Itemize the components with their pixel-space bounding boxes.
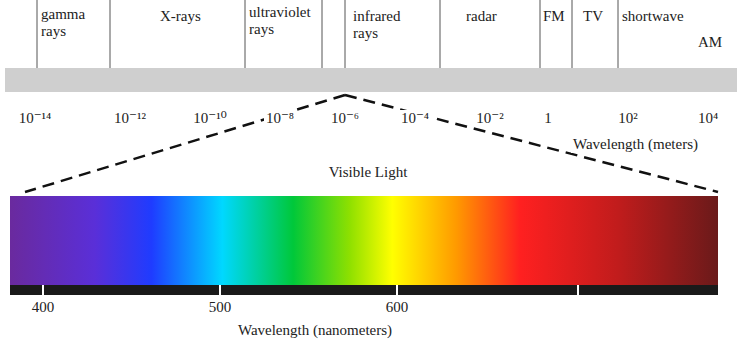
tick-label: 10⁻² bbox=[474, 110, 505, 127]
region-name: FM bbox=[543, 8, 565, 25]
tick-label: 10⁻⁸ bbox=[264, 110, 296, 127]
region-name: infrared rays bbox=[353, 8, 423, 41]
tick-label: 10² bbox=[616, 110, 640, 127]
visible-spectrum-bar bbox=[10, 196, 718, 285]
region-dividers bbox=[37, 0, 618, 68]
tick-label: 500 bbox=[209, 299, 232, 316]
region-name: radar bbox=[466, 8, 497, 25]
tick-label: 1 bbox=[542, 110, 554, 127]
region-name: AM bbox=[698, 34, 722, 51]
tick-label: 400 bbox=[32, 299, 55, 316]
axis-title: Wavelength (nanometers) bbox=[238, 322, 392, 339]
tick-label: 10⁻¹⁴ bbox=[17, 110, 54, 127]
nanometer-axis-bar bbox=[10, 285, 718, 295]
tick-label: 10⁻⁴ bbox=[399, 110, 431, 127]
section-title: Visible Light bbox=[327, 164, 410, 181]
axis-ticks bbox=[43, 285, 578, 295]
region-name: gamma rays bbox=[41, 6, 96, 39]
region-name: ultraviolet rays bbox=[249, 4, 321, 37]
wavelength-band bbox=[5, 68, 737, 92]
axis-title: Wavelength (meters) bbox=[571, 136, 700, 153]
tick-label: 10⁻¹⁰ bbox=[191, 110, 228, 127]
tick-label: 10⁻⁶ bbox=[329, 110, 361, 127]
tick-label: 10⁴ bbox=[696, 110, 720, 127]
zoom-lines bbox=[25, 95, 718, 192]
tick-label: 10⁻¹² bbox=[112, 110, 148, 127]
region-name: TV bbox=[583, 8, 603, 25]
region-name: X-rays bbox=[160, 8, 201, 25]
region-name: shortwave bbox=[622, 8, 684, 25]
tick-label: 600 bbox=[386, 299, 409, 316]
